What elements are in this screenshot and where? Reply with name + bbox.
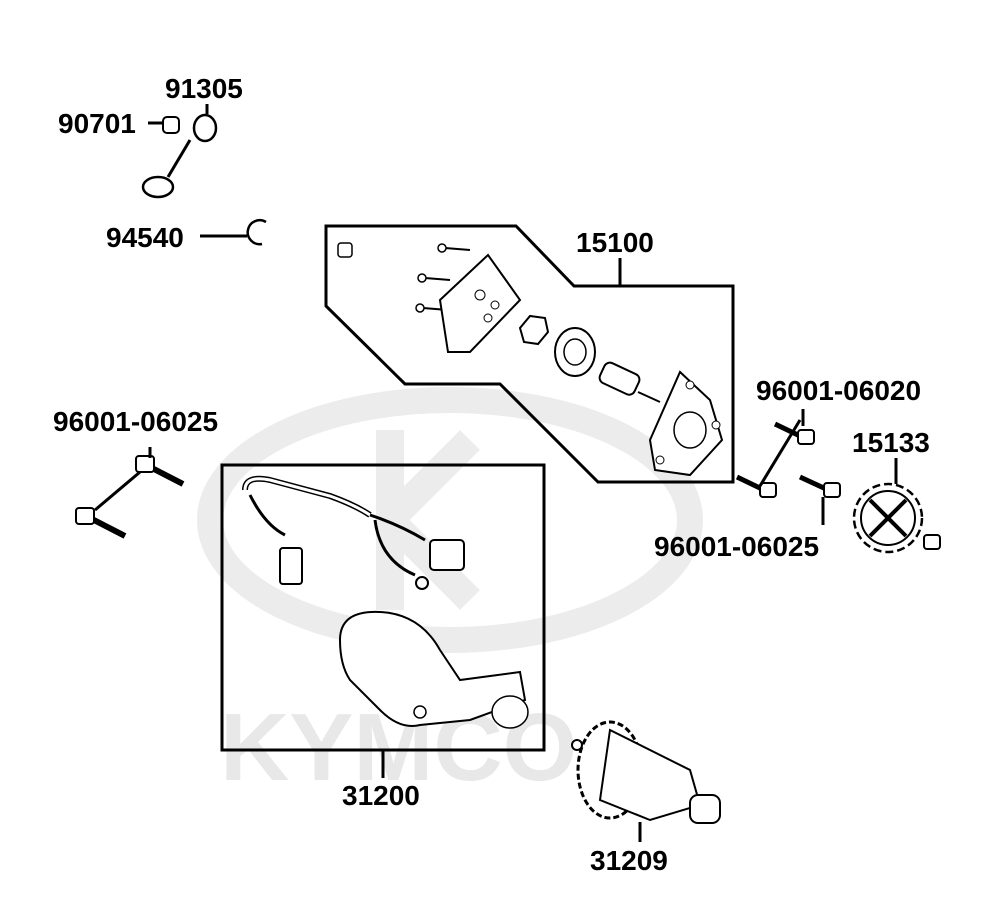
kit-15100-outline [324,224,735,484]
label-15133: 15133 [852,427,930,458]
part-91305-oring-icon [141,113,218,199]
part-15100-components-icon [337,242,724,477]
starter-drive-31209-icon [571,720,721,824]
starter-motor-31200-icon [242,475,529,729]
label-15100: 15100 [576,227,654,258]
label-91305: 91305 [165,73,243,104]
label-31209: 31209 [590,845,668,876]
label-94540: 94540 [106,222,184,253]
part-90701-icon [162,116,180,134]
bolt-96001-06020-icon [773,421,815,445]
label-96001-06020: 96001-06020 [756,375,921,406]
label-96001-06025-right: 96001-06025 [654,531,819,562]
label-31200: 31200 [342,780,420,811]
bolt-96001-06025-right-icon [735,474,841,498]
label-96001-06025-left: 96001-06025 [53,406,218,437]
sprocket-15133-icon [852,482,941,554]
part-94540-clip-icon [246,219,267,246]
label-90701: 90701 [58,108,136,139]
bolt-96001-06025-left-icon [75,455,185,539]
